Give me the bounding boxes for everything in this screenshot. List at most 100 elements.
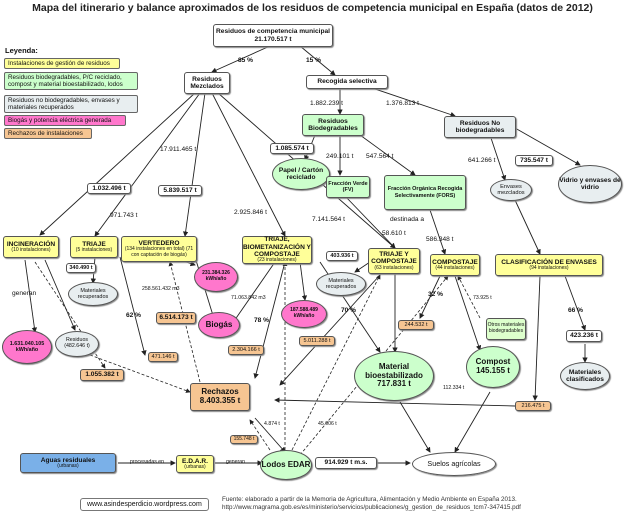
label-f971743: 971.743 t bbox=[110, 212, 138, 219]
label-f17911465: 17.911.465 t bbox=[160, 146, 197, 153]
arrow-fv-tyc bbox=[344, 195, 396, 249]
node-triaje: TRIAJE(5 instalaciones) bbox=[70, 236, 118, 258]
arrow-216-rech bbox=[274, 397, 516, 407]
arrow-triaje-rech bbox=[119, 256, 147, 356]
node-aguas: Aguas residuales(urbanas) bbox=[20, 453, 116, 473]
arrow-tbc-kwh bbox=[299, 261, 308, 301]
node-suelos: Suelos agrícolas bbox=[412, 452, 496, 476]
node-clasificacion: CLASIFICACIÓN DE ENVASES(94 instalacione… bbox=[495, 254, 603, 276]
value-papel: 1.085.574 t bbox=[270, 143, 314, 154]
label-generan2: generan bbox=[226, 459, 246, 465]
legend-item-biogas: Biogás y potencia eléctrica generada bbox=[4, 115, 126, 127]
label-f58610: 58.610 t bbox=[382, 230, 406, 237]
legend-heading: Leyenda: bbox=[5, 46, 38, 55]
arrow-tbc-biogas bbox=[231, 261, 276, 325]
arrow-tyc-rech bbox=[279, 274, 381, 386]
source-line-2: http://www.magrama.gob.es/es/ministerio/… bbox=[222, 503, 521, 511]
node-mat-clasif: Materiales clasificados bbox=[560, 362, 610, 390]
value-triaje-rech: 471.146 t bbox=[148, 352, 178, 362]
label-f112334: 112.334 t bbox=[443, 385, 465, 391]
label-f7141564: 7.141.564 t bbox=[312, 216, 345, 223]
arrow-clasif-66 bbox=[564, 275, 586, 331]
node-kwh-vert: 231.384.326 kWh/año bbox=[194, 262, 238, 292]
dash-lodos-rech bbox=[249, 419, 271, 451]
value-tbc-rech: 2.304.166 t bbox=[228, 345, 264, 355]
node-biodegradables: Residuos Biodegradables bbox=[302, 114, 364, 136]
label-f547564: 547.564 t bbox=[366, 153, 394, 160]
arrow-comp-compost bbox=[454, 275, 482, 351]
arrow-incin-kwh bbox=[24, 259, 38, 333]
legend-item-rejects: Rechazos de instalaciones bbox=[4, 128, 92, 140]
node-biogas: Biogás bbox=[198, 312, 240, 338]
label-destinada: destinada a bbox=[390, 216, 425, 223]
node-residuos-inc: Residuos (482.646 t) bbox=[55, 331, 99, 357]
node-kwh-tbc: 187.588.489 kWh/año bbox=[281, 300, 327, 328]
label-f258561432: 258.561.432 m3 bbox=[142, 286, 180, 292]
value-vidrio: 735.547 t bbox=[515, 155, 553, 166]
source-line-1: Fuente: elaborado a partir de la Memoria… bbox=[222, 496, 517, 503]
arrow-bio-fors bbox=[359, 134, 416, 176]
node-tbc: TRIAJE, BIOMETANIZACIÓN Y COMPOSTAJE(23 … bbox=[242, 236, 312, 264]
label-f1376813: 1.376.813 t bbox=[386, 100, 419, 107]
arrow-selectiva-nobio bbox=[374, 88, 456, 118]
arrow-tbc-rech bbox=[253, 261, 286, 379]
arrow-comp-244 bbox=[419, 275, 441, 319]
node-tyc: TRIAJE Y COMPOSTAJE(63 instalaciones) bbox=[368, 248, 420, 274]
label-p85: 85 % bbox=[238, 57, 254, 64]
label-p70: 70 % bbox=[341, 307, 357, 314]
value-tyc-rech: 5.011.288 t bbox=[299, 336, 335, 346]
node-vidrio: Vidrio y envases de vidrio bbox=[558, 165, 622, 203]
arrow-mezclados-tbc bbox=[211, 92, 286, 237]
label-f155748: 155.748 t bbox=[230, 435, 258, 444]
arrow-nobio-envases bbox=[489, 134, 507, 181]
value-clasif-recov: 423.236 t bbox=[566, 330, 602, 342]
value-vert-input: 5.839.517 t bbox=[158, 185, 202, 196]
node-matrec2: Materiales recuperados bbox=[316, 272, 366, 296]
arrow-mezclados-vertedero bbox=[182, 92, 206, 237]
arrow-mezclados-triaje bbox=[94, 92, 201, 237]
label-p32: 32 % bbox=[428, 291, 444, 298]
arrow-mezclados-incin bbox=[39, 92, 196, 236]
page-title: Mapa del itinerario y balance aproximado… bbox=[32, 2, 593, 14]
node-edar: E.D.A.R.(urbanas) bbox=[176, 455, 214, 473]
node-papel: Papel / Cartón reciclado bbox=[272, 158, 330, 190]
label-f1882239: 1.882.239 t bbox=[310, 100, 343, 107]
node-vertedero: VERTEDERO(134 instalaciones en total) (7… bbox=[121, 236, 197, 262]
label-p62: 62 % bbox=[126, 312, 142, 319]
label-f249101: 249.101 t bbox=[326, 153, 354, 160]
website-link[interactable]: www.asindesperdicio.wordpress.com bbox=[80, 498, 209, 511]
node-incineracion: INCINERACIÓN(10 instalaciones) bbox=[3, 236, 59, 258]
node-otros: Otros materiales biodegradables bbox=[486, 318, 526, 340]
value-comp-rech: 244.532 t bbox=[398, 320, 434, 330]
label-p66: 66 % bbox=[568, 307, 584, 314]
value-incin-input: 1.032.496 t bbox=[87, 183, 131, 194]
node-fors: Fracción Orgánica Recogida Selectivament… bbox=[384, 175, 466, 210]
arrow-fors-compost bbox=[429, 209, 447, 255]
label-generan: generan bbox=[12, 290, 37, 297]
arrow-nobio-vidrio bbox=[514, 127, 581, 166]
node-kwh-incin: 1.631.040.105 kWh/año bbox=[2, 330, 52, 364]
dash-res-rech bbox=[89, 354, 191, 393]
value-lodos: 914.929 t m.s. bbox=[315, 457, 377, 469]
arrow-root-selectiva bbox=[299, 45, 336, 76]
label-f71063842: 71.063.842 m3 bbox=[231, 295, 266, 301]
label-f45006: 45.006 t bbox=[318, 421, 337, 427]
legend-item-biodegradable: Residuos biodegradables, P/C reciclado, … bbox=[4, 72, 138, 91]
label-f4874: 4.874 t bbox=[264, 421, 280, 427]
arrow-rech-lodo bbox=[254, 417, 286, 453]
node-compostaje: COMPOSTAJE(44 instalaciones) bbox=[430, 254, 480, 276]
value-tyc-mat: 403.936 t bbox=[326, 251, 358, 261]
dash-lodos-tyc bbox=[291, 274, 381, 451]
label-f73925: 73.925 t bbox=[473, 295, 492, 301]
label-f586348: 586.348 t bbox=[426, 236, 454, 243]
arrow-matbio-suelos bbox=[399, 401, 431, 453]
legend-item-nonbiodegradable: Residuos no biodegradables, envases y ma… bbox=[4, 95, 138, 114]
node-selectiva: Recogida selectiva bbox=[306, 75, 388, 89]
arrow-clasif-216 bbox=[532, 275, 541, 401]
arrow-root-mezclados bbox=[211, 45, 271, 73]
node-nobiodegradables: Residuos No biodegradables bbox=[444, 116, 516, 138]
label-f641266: 641.266 t bbox=[468, 157, 496, 164]
